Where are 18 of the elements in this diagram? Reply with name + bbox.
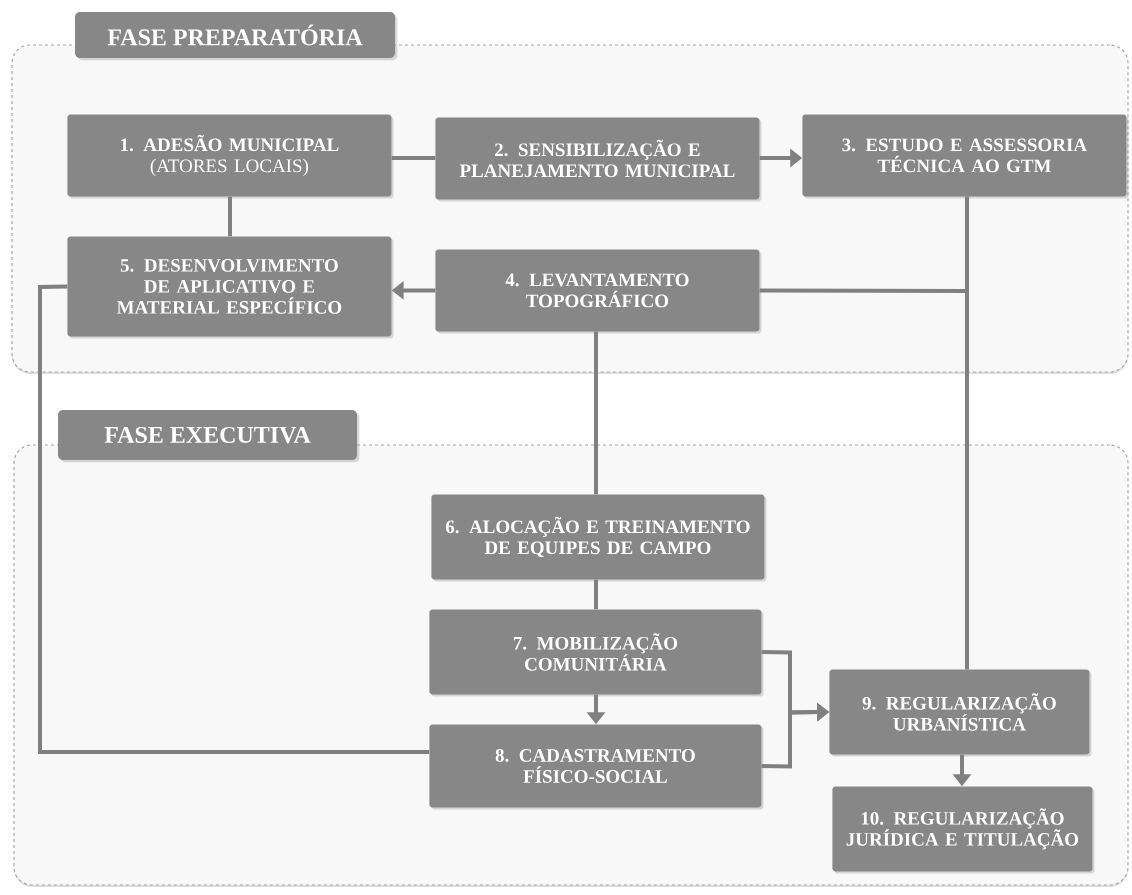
process-box: 6. ALOCAÇÃO E TREINAMENTO DE EQUIPES DE CAMPO — [431, 494, 767, 582]
process-box: 5. DESENVOLVIMENTO DE APLICATIVO E MATERIAL ESPECÍFICO — [67, 236, 394, 339]
connector — [594, 331, 598, 495]
node-label: FASE PREPARATÓRIA — [107, 24, 363, 46]
connector — [228, 196, 232, 237]
node-label: FASE EXECUTIVA — [104, 426, 311, 444]
connector — [38, 284, 430, 754]
process-box: 4. LEVANTAMENTO TOPOGRÁFICO — [435, 249, 762, 334]
process-box: 9. REGULARIZAÇÃO URBANÍSTICA — [829, 669, 1092, 757]
process-box: 2. SENSIBILIZAÇÃO E PLANEJAMENTO MUNICIPAL — [435, 117, 762, 202]
process-box: 7. MOBILIZAÇÃO COMUNITÁRIA — [429, 609, 764, 697]
process-box: 1. ADESÃO MUNICIPAL (ATORES LOCAIS) — [67, 114, 394, 199]
process-box: 3. ESTUDO E ASSESSORIA TÉCNICA AO GTM — [802, 114, 1129, 199]
connector — [391, 156, 436, 160]
process-box: 8. CADASTRAMENTO FÍSICO-SOCIAL — [429, 724, 764, 810]
connector — [594, 579, 598, 610]
connector — [759, 288, 969, 670]
process-box: 10. REGULARIZAÇÃO JURÍDICA E TITULAÇÃO — [832, 786, 1095, 874]
